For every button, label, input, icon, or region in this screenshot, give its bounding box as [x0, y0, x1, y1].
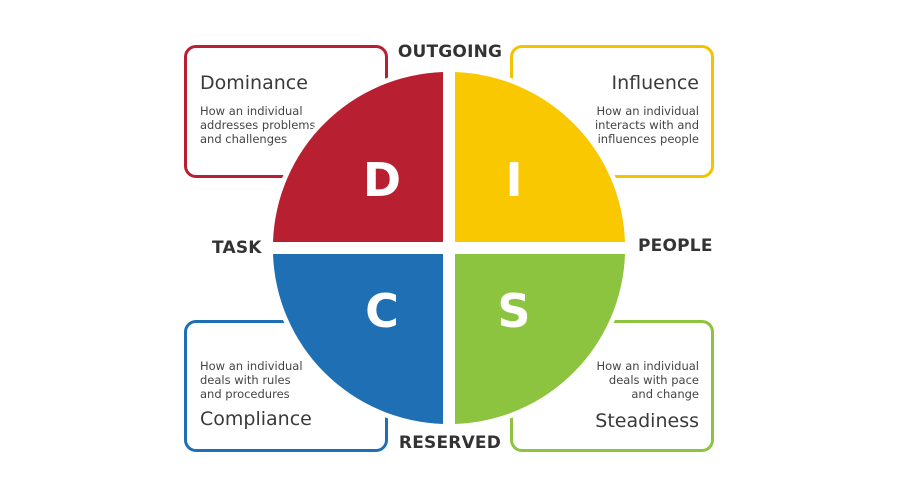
quadrant-s [455, 254, 625, 424]
letter-c: C [365, 284, 399, 338]
influence-title: Influence [611, 72, 699, 94]
letter-s: S [497, 284, 531, 338]
steadiness-description: How an individual deals with pace and ch… [596, 359, 699, 401]
influence-description: How an individual interacts with and inf… [594, 104, 699, 146]
dominance-description: How an individual addresses problems and… [200, 104, 316, 146]
quadrant-c [273, 254, 443, 424]
steadiness-title: Steadiness [595, 410, 699, 432]
quadrant-d [273, 72, 443, 242]
compliance-description: How an individual deals with rules and p… [200, 359, 303, 401]
axis-label-outgoing: OUTGOING [397, 42, 503, 62]
letter-i: I [505, 153, 523, 207]
letter-d: D [362, 153, 402, 207]
dominance-title: Dominance [200, 72, 308, 94]
axis-label-task: TASK [212, 238, 262, 258]
circle-halo [268, 67, 630, 429]
quadrant-i [455, 72, 625, 242]
axis-label-reserved: RESERVED [398, 433, 502, 453]
axis-label-people: PEOPLE [638, 236, 713, 256]
compliance-title: Compliance [200, 408, 312, 430]
